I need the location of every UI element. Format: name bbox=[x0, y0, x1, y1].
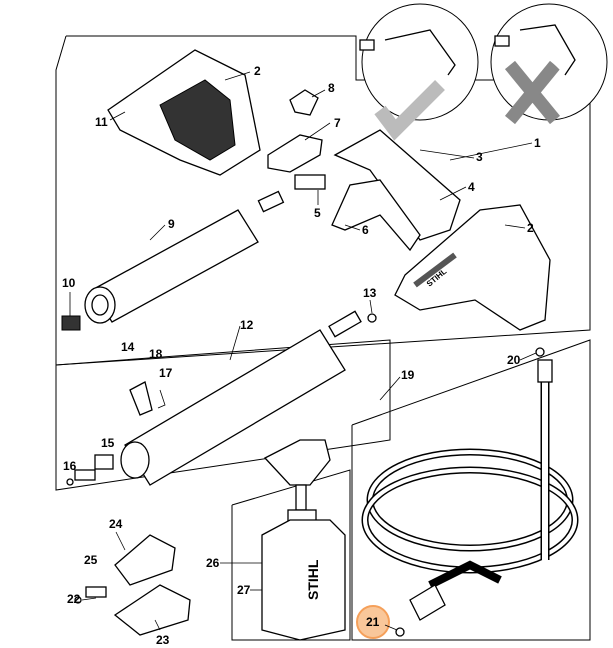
label-11: 11 bbox=[95, 115, 108, 129]
pin-part-17 bbox=[157, 389, 166, 409]
nozzle-part-16 bbox=[74, 469, 96, 481]
group-frame-lance bbox=[55, 339, 391, 491]
extension-tube-9 bbox=[84, 209, 259, 324]
label-6: 6 bbox=[362, 223, 369, 237]
trigger-part-6 bbox=[331, 179, 421, 252]
label-14: 14 bbox=[121, 340, 135, 354]
label-4: 4 bbox=[468, 180, 475, 194]
nozzle-23 bbox=[113, 584, 191, 636]
incorrect-usage-icon bbox=[490, 3, 608, 125]
hose-part-19 bbox=[361, 359, 579, 621]
label-5: 5 bbox=[314, 206, 321, 220]
bottle-logo: STIHL bbox=[305, 559, 321, 600]
foam-bottle-26-27: STIHL bbox=[261, 439, 346, 641]
label-1: 1 bbox=[534, 136, 541, 150]
leader-lines bbox=[69, 71, 537, 631]
label-21: 21 bbox=[366, 615, 380, 629]
label-8: 8 bbox=[328, 81, 335, 95]
label-20: 20 bbox=[507, 353, 521, 367]
label-2b: 2 bbox=[527, 221, 534, 235]
cross-icon bbox=[504, 60, 561, 125]
label-12: 12 bbox=[240, 318, 254, 332]
label-19: 19 bbox=[401, 368, 415, 382]
lance-part-12 bbox=[120, 310, 362, 486]
group-frame-hose bbox=[351, 339, 591, 641]
label-16: 16 bbox=[63, 459, 77, 473]
label-17: 17 bbox=[159, 366, 173, 380]
group-frame-gun bbox=[55, 35, 591, 366]
nozzle-part-25 bbox=[85, 586, 107, 598]
label-25: 25 bbox=[84, 553, 98, 567]
label-18: 18 bbox=[149, 347, 163, 361]
clip-part-18 bbox=[129, 381, 153, 416]
label-13: 13 bbox=[363, 286, 377, 300]
label-3: 3 bbox=[476, 150, 483, 164]
label-7: 7 bbox=[334, 116, 341, 130]
nozzle-24 bbox=[114, 534, 176, 586]
o-ring-13 bbox=[367, 313, 377, 323]
label-10: 10 bbox=[62, 276, 76, 290]
label-22: 22 bbox=[67, 592, 81, 606]
spring-part-10 bbox=[61, 315, 81, 331]
callout-labels: 1 2 2 3 4 5 6 7 8 9 10 11 12 13 14 15 16… bbox=[62, 64, 541, 647]
label-23: 23 bbox=[156, 633, 170, 647]
checkmark-icon bbox=[374, 80, 445, 141]
correct-usage-icon bbox=[359, 3, 479, 141]
label-26: 26 bbox=[206, 556, 220, 570]
o-ring-20 bbox=[535, 347, 545, 357]
nozzle-part-15 bbox=[94, 454, 114, 470]
label-15: 15 bbox=[101, 436, 115, 450]
label-9: 9 bbox=[168, 217, 175, 231]
label-27: 27 bbox=[237, 583, 251, 597]
label-2a: 2 bbox=[254, 64, 261, 78]
part-8 bbox=[289, 89, 319, 116]
trigger-gun-part-1 bbox=[333, 129, 461, 241]
o-ring-21 bbox=[395, 627, 405, 637]
highlight-marker bbox=[356, 605, 390, 639]
o-ring-22 bbox=[74, 596, 82, 604]
part-7 bbox=[267, 134, 323, 173]
valve-part-5 bbox=[294, 174, 326, 190]
label-24: 24 bbox=[109, 517, 123, 531]
